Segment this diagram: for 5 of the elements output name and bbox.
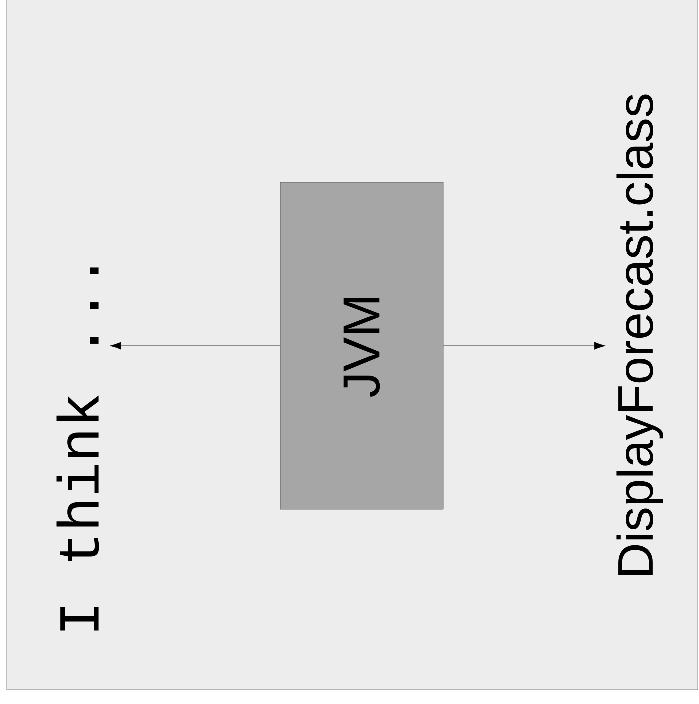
arrow <box>110 342 280 350</box>
process-box: JVM <box>280 182 444 510</box>
bare-text: DisplayForecast.class <box>616 94 664 576</box>
arrow <box>444 342 606 350</box>
bare-text: I think ... <box>56 268 100 631</box>
